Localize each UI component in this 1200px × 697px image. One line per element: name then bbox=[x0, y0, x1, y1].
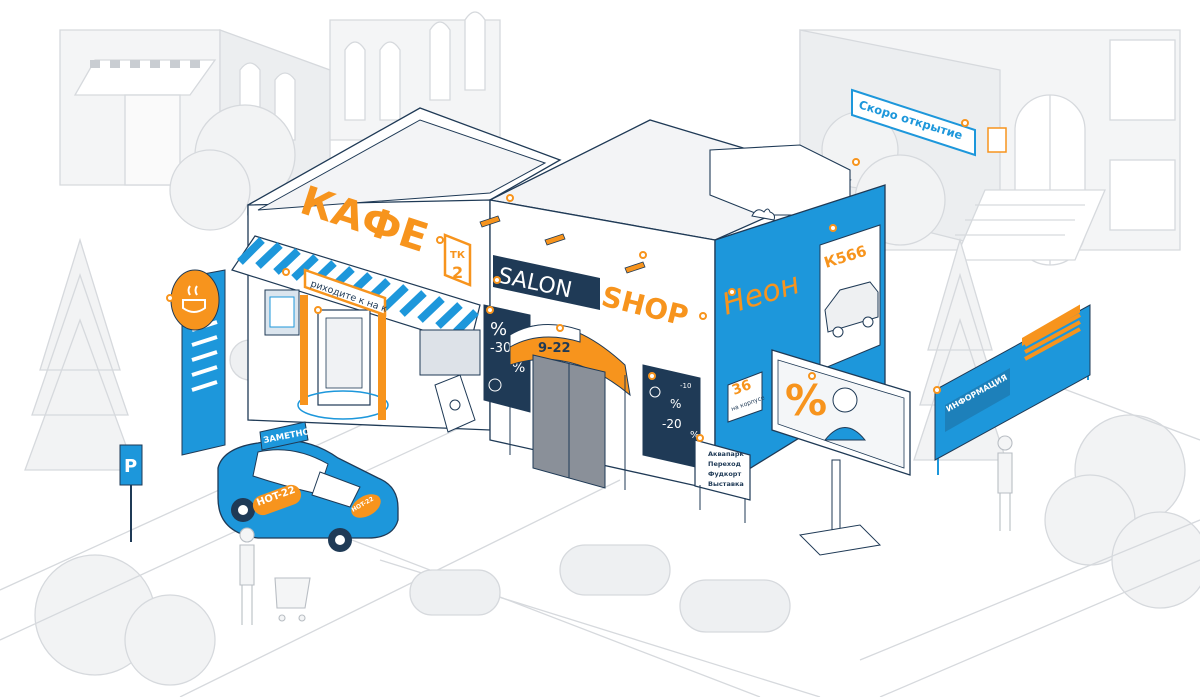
people bbox=[239, 435, 1013, 625]
shop-building: Неон К566 36 на корпусе SALON SHOP bbox=[479, 119, 886, 492]
window-left-discount: -30 bbox=[490, 341, 511, 356]
background-trees bbox=[24, 104, 1200, 686]
shop-window-right: -10 % -20 % bbox=[642, 364, 701, 469]
parking-letter: P bbox=[124, 456, 137, 477]
directory-sign: Аквапарк Переход Фудкорт Выставка bbox=[694, 439, 751, 523]
window-right-discount-1: -10 bbox=[680, 382, 691, 390]
badge-number: 36 bbox=[730, 377, 754, 399]
window-right-percent-2: % bbox=[690, 430, 700, 441]
pavement-lines bbox=[0, 379, 1200, 697]
window-right-discount-2: -20 bbox=[662, 417, 682, 431]
tk-sign-line1: ТК bbox=[450, 250, 466, 261]
directory-item-2: Переход bbox=[708, 460, 741, 468]
sign-lamps bbox=[479, 215, 646, 274]
parking-sign: P bbox=[119, 444, 143, 542]
tk-sign: ТК 2 bbox=[443, 233, 472, 287]
directory-item-3: Фудкорт bbox=[708, 470, 741, 478]
person-walking-right bbox=[997, 435, 1013, 531]
window-left-percent-2: % bbox=[512, 360, 525, 376]
cafe-building: риходите к на к КАФЕ ТК 2 bbox=[231, 107, 562, 433]
car-poster: К566 bbox=[819, 224, 881, 371]
cafe-pole-sign bbox=[170, 269, 226, 456]
taxi-car: ЗАМЕТНО HOT-22 HOT-22 bbox=[217, 421, 399, 552]
directory-item-4: Выставка bbox=[708, 480, 744, 488]
background-layer bbox=[0, 11, 1200, 697]
taxi-roof-sign: ЗАМЕТНО bbox=[259, 421, 311, 451]
badge-36: 36 на корпусе bbox=[727, 371, 766, 423]
hotspot-markers bbox=[166, 119, 969, 442]
tk-sign-line2: 2 bbox=[452, 263, 463, 282]
person-with-cart bbox=[239, 527, 311, 625]
window-left-percent: % bbox=[490, 319, 507, 340]
billboard-percent: % bbox=[785, 376, 827, 425]
billboard: % bbox=[771, 349, 911, 556]
coffee-cup-icon bbox=[182, 285, 206, 313]
cat-icon bbox=[751, 208, 775, 221]
background-building-center bbox=[329, 11, 501, 141]
info-board: ИНФОРМАЦИЯ bbox=[934, 304, 1091, 475]
shop-entrance: 9-22 bbox=[509, 324, 631, 490]
directory-item-1: Аквапарк bbox=[708, 450, 744, 458]
shop-hours: 9-22 bbox=[538, 341, 571, 356]
window-right-percent-1: % bbox=[670, 397, 681, 411]
